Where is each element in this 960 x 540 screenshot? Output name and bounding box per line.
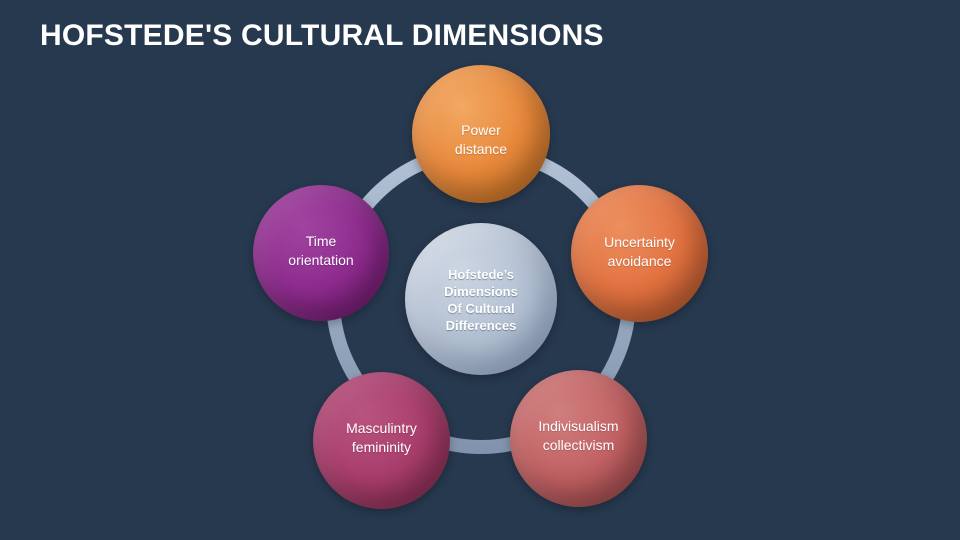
node-power-distance[interactable]: Power distance: [412, 65, 550, 203]
node-time-orientation[interactable]: Time orientation: [253, 185, 389, 321]
node-masculinity-femininity[interactable]: Masculintry femininity: [313, 372, 450, 509]
node-uncertainty-avoidance-label: Uncertainty avoidance: [604, 233, 675, 269]
node-center-hub-label: Hofstede’s Dimensions Of Cultural Differ…: [444, 267, 518, 333]
node-uncertainty-avoidance[interactable]: Uncertainty avoidance: [571, 185, 708, 322]
node-individualism-collectivism-label: Indivisualism collectivism: [538, 417, 619, 453]
node-center-hub[interactable]: Hofstede’s Dimensions Of Cultural Differ…: [405, 223, 557, 375]
page-title: HOFSTEDE'S CULTURAL DIMENSIONS: [40, 19, 604, 52]
node-power-distance-label: Power distance: [454, 122, 508, 157]
node-individualism-collectivism[interactable]: Indivisualism collectivism: [510, 370, 647, 507]
node-masculinity-femininity-label: Masculintry femininity: [346, 419, 417, 455]
node-time-orientation-label: Time orientation: [288, 233, 354, 268]
